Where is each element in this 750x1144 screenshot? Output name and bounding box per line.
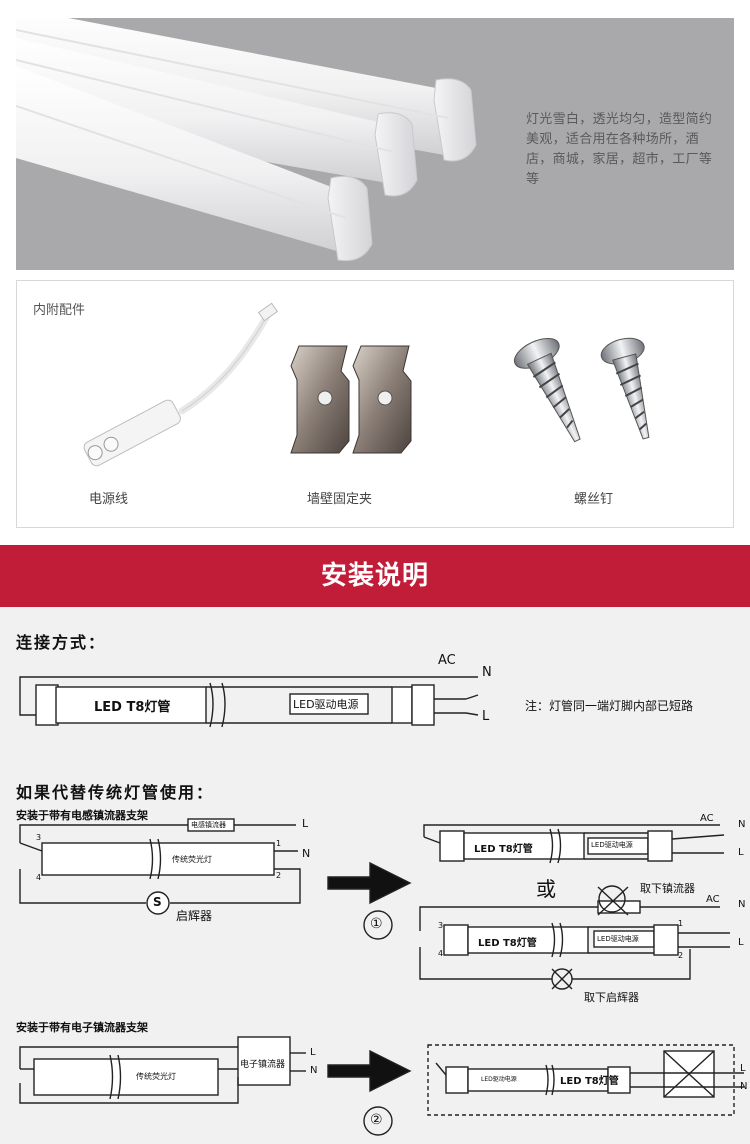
or-label: 或 bbox=[536, 877, 556, 901]
replace-title: 如果代替传统灯管使用： bbox=[16, 783, 215, 802]
lower-pin-3: 3 bbox=[438, 921, 444, 930]
electronic-right-n-label: N bbox=[740, 1081, 748, 1092]
electronic-title: 安装于带有电子镇流器支架 bbox=[16, 1021, 148, 1034]
l-label: L bbox=[482, 709, 490, 724]
lower-led-driver-label: LED驱动电源 bbox=[597, 935, 639, 943]
power-cord-icon bbox=[83, 302, 279, 467]
right-led-driver-label: LED驱动电源 bbox=[591, 841, 633, 849]
lower-ac-label: AC bbox=[706, 894, 720, 905]
electronic-right-tube-label: LED T8灯管 bbox=[560, 1076, 619, 1087]
lower-pin-4: 4 bbox=[438, 949, 444, 958]
right-led-tube-label: LED T8灯管 bbox=[474, 844, 533, 855]
led-tube-illustration bbox=[16, 18, 477, 262]
lower-pin-2: 2 bbox=[678, 951, 684, 960]
note-text: 注：灯管同一端灯脚内部已短路 bbox=[525, 699, 694, 713]
right-ac-label: AC bbox=[700, 813, 714, 824]
section-banner bbox=[0, 545, 750, 607]
inductive-l-label: L bbox=[302, 817, 309, 830]
inductive-n-label: N bbox=[302, 847, 311, 860]
starter-label: 启辉器 bbox=[176, 909, 213, 923]
step-1: ① bbox=[370, 916, 383, 932]
electronic-right-driver-label: LED驱动电源 bbox=[481, 1076, 517, 1083]
starter-symbol: S bbox=[153, 895, 162, 909]
remove-ballast-label: 取下镇流器 bbox=[640, 882, 695, 895]
pin-1-label: 1 bbox=[276, 839, 282, 848]
led-tube-label: LED T8灯管 bbox=[94, 700, 171, 715]
n-label: N bbox=[482, 665, 492, 680]
electronic-right-l-label: L bbox=[740, 1063, 746, 1074]
right-l-label: L bbox=[738, 847, 744, 858]
right-n-label: N bbox=[738, 819, 746, 830]
led-driver-label: LED驱动电源 bbox=[293, 698, 359, 711]
step-2: ② bbox=[370, 1112, 383, 1128]
pin-3-label: 3 bbox=[36, 833, 42, 842]
accessory-label-screw: 螺丝钉 bbox=[574, 492, 614, 507]
inductive-ballast-label: 电感镇流器 bbox=[191, 821, 226, 829]
lower-n-label: N bbox=[738, 899, 746, 910]
lower-led-tube-label: LED T8灯管 bbox=[478, 938, 537, 949]
accessories-title: 内附配件 bbox=[33, 303, 86, 318]
accessory-label-wall-clip: 墙壁固定夹 bbox=[307, 492, 373, 507]
wiring-diagram: 连接方式： AC N L LED T8灯管 LED驱动电源 注：灯管同一端灯脚内… bbox=[0, 607, 750, 1144]
traditional-tube-label: 传统荧光灯 bbox=[172, 855, 212, 864]
remove-starter-label: 取下启辉器 bbox=[584, 991, 639, 1004]
wiring-diagram-graphics bbox=[19, 676, 744, 1136]
lower-pin-1: 1 bbox=[678, 919, 684, 928]
electronic-tube-label: 传统荧光灯 bbox=[136, 1072, 176, 1081]
hero-product-image bbox=[16, 18, 734, 270]
wall-clip-icon bbox=[290, 345, 412, 454]
connection-title: 连接方式： bbox=[16, 633, 107, 652]
electronic-l-label: L bbox=[310, 1047, 316, 1058]
lower-l-label: L bbox=[738, 937, 744, 948]
section-banner-title: 安装说明 bbox=[320, 561, 429, 591]
ac-label: AC bbox=[438, 653, 456, 668]
electronic-ballast-label: 电子镇流器 bbox=[240, 1060, 286, 1070]
screw-icon bbox=[513, 337, 650, 443]
pin-4-label: 4 bbox=[36, 873, 42, 882]
accessories-panel: 内附配件 电源线 墙壁固定夹 bbox=[16, 280, 734, 528]
inductive-title: 安装于带有电感镇流器支架 bbox=[16, 809, 148, 822]
hero-description: 灯光雪白，透光均匀，造型简约美观，适合用在各种场所，酒店，商城，家居，超市，工厂… bbox=[526, 112, 713, 187]
electronic-n-label: N bbox=[310, 1065, 318, 1076]
accessory-label-power-cord: 电源线 bbox=[89, 492, 129, 507]
pin-2-label: 2 bbox=[276, 871, 282, 880]
